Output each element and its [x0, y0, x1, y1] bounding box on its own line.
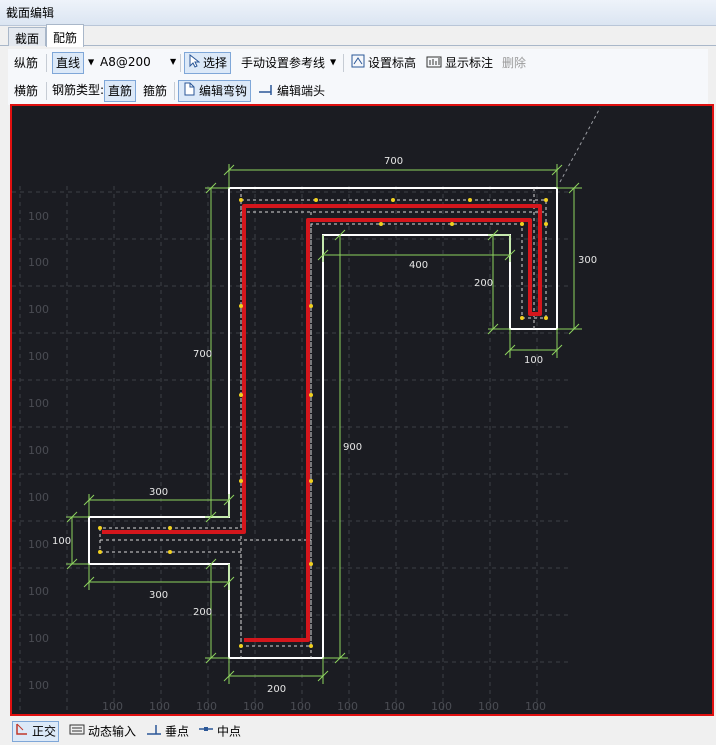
midpoint-icon: [198, 722, 214, 742]
grid-label: 100: [28, 585, 49, 598]
grid-label: 100: [431, 700, 452, 713]
midpoint-toggle[interactable]: 中点: [195, 721, 244, 742]
transverse-button[interactable]: 横筋: [14, 84, 39, 98]
tab-section[interactable]: 截面: [8, 27, 47, 46]
grid-label: 100: [196, 700, 217, 713]
dimension-lines: [66, 164, 582, 684]
toolbar-transverse: 横筋 钢筋类型: 直筋 箍筋 编辑弯钩 编辑端头: [8, 77, 708, 105]
show-dimension-label: 显示标注: [445, 56, 494, 70]
stirrup-button[interactable]: 箍筋: [143, 84, 168, 98]
grid-label: 100: [28, 303, 49, 316]
reference-line[interactable]: [559, 107, 601, 183]
dynamic-input-toggle[interactable]: 动态输入: [66, 721, 139, 742]
spec-select[interactable]: A8@200 ▼: [100, 52, 178, 74]
show-dimension-button[interactable]: 显示标注: [422, 52, 497, 74]
rebar-line[interactable]: [102, 204, 542, 642]
grid-label: 100: [28, 397, 49, 410]
dimension-left-flange-bottom: 300: [149, 590, 168, 601]
perpendicular-label: 垂点: [165, 724, 190, 739]
tab-strip: 截面 配筋: [0, 24, 716, 47]
end-icon: [258, 82, 274, 102]
dynamic-input-label: 动态输入: [88, 724, 137, 739]
dimension-bottom-height: 200: [193, 607, 212, 618]
ref-line-dropdown-icon[interactable]: ▼: [330, 57, 337, 67]
toolbar-longitudinal: 纵筋 直线 ▼ A8@200 ▼ 选择 手动设置参考线 ▼ 设置标高 显示标注 …: [8, 49, 708, 77]
grid-label: 100: [28, 538, 49, 551]
perpendicular-toggle[interactable]: 垂点: [143, 721, 192, 742]
select-button-label: 选择: [203, 56, 228, 70]
edit-end-label: 编辑端头: [277, 84, 326, 98]
delete-button[interactable]: 删除: [502, 56, 527, 70]
keyboard-icon: [69, 722, 85, 742]
dimension-bottom-width: 200: [267, 684, 286, 695]
grid-label: 100: [28, 444, 49, 457]
separator: [174, 82, 175, 100]
rebar-type-label: 钢筋类型:: [52, 83, 105, 97]
dimension-web-height: 900: [343, 442, 362, 453]
grid-label: 100: [337, 700, 358, 713]
edit-hook-label: 编辑弯钩: [199, 84, 248, 98]
grid-label: 100: [384, 700, 405, 713]
edit-hook-button[interactable]: 编辑弯钩: [178, 80, 252, 102]
line-type-dropdown-icon[interactable]: ▼: [88, 57, 95, 67]
grid-label: 100: [28, 350, 49, 363]
longitudinal-button[interactable]: 纵筋: [14, 56, 39, 70]
tab-reinforcement[interactable]: 配筋: [46, 24, 85, 47]
separator: [46, 82, 47, 100]
dimension-left-height: 700: [193, 349, 212, 360]
perpendicular-icon: [146, 722, 162, 742]
separator: [343, 54, 344, 72]
grid-label: 100: [28, 256, 49, 269]
dimension-icon: [426, 54, 442, 74]
separator: [180, 54, 181, 72]
grid-label: 100: [28, 210, 49, 223]
edit-end-button[interactable]: 编辑端头: [254, 80, 329, 102]
dimension-flange-thickness: 100: [52, 536, 71, 547]
grid-label: 100: [28, 491, 49, 504]
set-elevation-button[interactable]: 设置标高: [347, 52, 420, 74]
window-title: 截面编辑: [0, 0, 716, 26]
ref-line-button[interactable]: 手动设置参考线: [241, 56, 326, 70]
dimension-inner-height: 200: [474, 278, 493, 289]
dimension-top-width: 700: [384, 156, 403, 167]
grid-label: 100: [28, 679, 49, 692]
spec-value: A8@200: [100, 55, 151, 69]
select-button[interactable]: 选择: [184, 52, 232, 74]
line-type-button[interactable]: 直线: [52, 52, 85, 74]
ortho-label: 正交: [32, 724, 57, 739]
grid-label: 100: [525, 700, 546, 713]
grid-label: 100: [290, 700, 311, 713]
background-grid: [12, 186, 572, 714]
elevation-icon: [351, 54, 365, 74]
drawing-canvas[interactable]: 100 100 100 100 100 100 100 100 100 100 …: [10, 104, 714, 716]
ortho-icon: [15, 722, 29, 742]
grid-label: 100: [243, 700, 264, 713]
ortho-toggle[interactable]: 正交: [12, 721, 60, 742]
dimension-right-height: 300: [578, 255, 597, 266]
hook-icon: [182, 82, 196, 102]
dimension-inner-width: 400: [409, 260, 428, 271]
straight-rebar-button[interactable]: 直筋: [104, 80, 137, 102]
grid-label: 100: [28, 632, 49, 645]
grid-label: 100: [478, 700, 499, 713]
cursor-icon: [188, 53, 201, 74]
dimension-right-leg-width: 100: [524, 355, 543, 366]
status-bar: 正交 动态输入 垂点 中点: [0, 718, 716, 745]
separator: [46, 54, 47, 72]
grid-label: 100: [102, 700, 123, 713]
midpoint-label: 中点: [217, 724, 242, 739]
dimension-left-flange-top: 300: [149, 487, 168, 498]
snap-points: [98, 198, 548, 648]
grid-label: 100: [149, 700, 170, 713]
chevron-down-icon: ▼: [170, 57, 177, 66]
set-elevation-label: 设置标高: [368, 56, 417, 70]
